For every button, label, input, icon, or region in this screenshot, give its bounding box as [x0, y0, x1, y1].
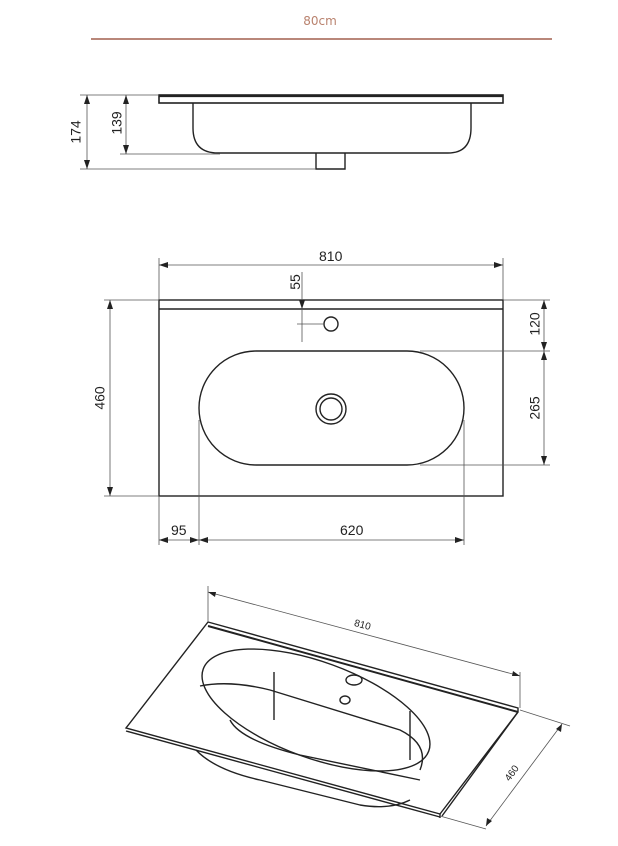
top-width-label: 810	[319, 248, 343, 264]
title-divider	[91, 38, 552, 40]
side-margin-label: 95	[171, 522, 187, 538]
basin-width-label: 620	[340, 522, 364, 538]
size-title: 80cm	[303, 14, 337, 28]
